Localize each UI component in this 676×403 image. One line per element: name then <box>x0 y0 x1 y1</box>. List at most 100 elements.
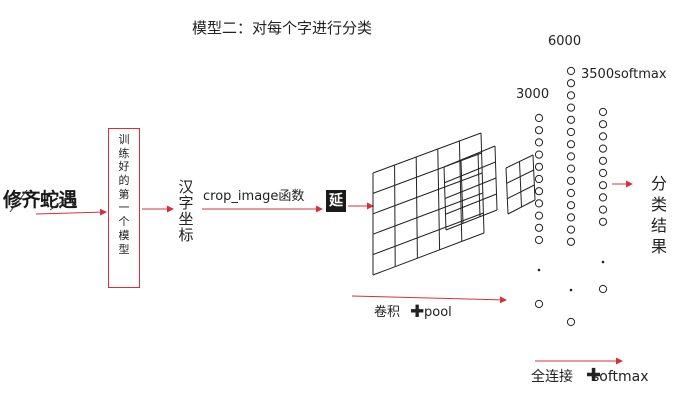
neuron-node <box>566 66 576 76</box>
neuron-node <box>566 317 576 327</box>
model-label-char: 个 <box>118 215 130 229</box>
grid-col-line <box>519 161 522 208</box>
grid-col-line <box>460 159 464 224</box>
arrow-to-model <box>35 208 107 216</box>
model-label-char: 好 <box>118 160 130 174</box>
neuron-node <box>534 138 544 147</box>
grid-row-line <box>443 145 496 168</box>
neuron-node <box>598 193 608 202</box>
conv-grid-small <box>505 154 536 215</box>
ellipsis-dot <box>537 268 541 272</box>
neuron-node <box>534 162 544 171</box>
neuron-node <box>566 152 576 161</box>
fc-label-text: 全连接 <box>531 369 573 385</box>
neuron-node <box>566 79 576 88</box>
grid-col-line <box>505 167 509 215</box>
neuron-node <box>598 205 608 214</box>
neuron-node <box>566 213 576 222</box>
grid-row-line <box>445 209 498 231</box>
neuron-node <box>534 126 544 135</box>
grid-col-line <box>415 156 418 259</box>
grid-row-line <box>372 212 484 256</box>
neuron-node <box>566 201 576 210</box>
diagram-title: 模型二：对每个字进行分类 <box>192 19 373 37</box>
crop-image-function-label: crop_image函数 <box>203 189 305 204</box>
grid-row-line <box>445 193 497 215</box>
neuron-node <box>566 127 576 137</box>
neuron-node <box>534 299 544 309</box>
coord-label-char: 字 <box>178 194 194 212</box>
neuron-node <box>534 187 544 196</box>
grid-row-line <box>372 172 483 215</box>
model-label-char: 的 <box>118 174 130 188</box>
ellipsis-dot <box>569 288 573 292</box>
grid-row-line <box>372 192 483 235</box>
neuron-node <box>598 284 608 294</box>
neuron-node <box>598 107 608 117</box>
coord-label-char: 标 <box>178 226 194 244</box>
conv-pool-label: 卷积 pool <box>374 306 452 319</box>
result-label-char: 类 <box>650 195 667 214</box>
ellipsis-dot <box>601 260 605 264</box>
neuron-node <box>534 113 544 123</box>
neuron-node <box>598 181 608 190</box>
model-label-char: 一 <box>118 201 130 215</box>
neuron-node <box>598 144 608 153</box>
neuron-columns <box>534 66 608 327</box>
input-distortion-stroke <box>49 195 71 211</box>
neuron-node <box>566 140 576 149</box>
grid-col-line <box>477 152 481 217</box>
layer-size-3000: 3000 <box>516 87 550 102</box>
coord-label-char: 汉 <box>178 178 194 196</box>
result-label-char: 结 <box>650 216 667 235</box>
grid-row-line <box>372 132 482 174</box>
neuron-node <box>566 103 576 112</box>
trained-model-box <box>108 128 140 288</box>
neuron-node <box>534 211 544 220</box>
grid-col-line <box>494 145 498 211</box>
grid-row-line <box>372 152 482 194</box>
model-label-char: 第 <box>118 187 130 201</box>
grid-col-line <box>443 166 447 231</box>
neuron-node <box>566 91 576 100</box>
input-distortion-stroke <box>9 189 28 213</box>
pool-label-text: pool <box>424 305 452 320</box>
arrow-conv-pool <box>351 295 507 304</box>
neuron-node <box>534 199 544 208</box>
grid-col-line <box>532 154 536 201</box>
plus-icon: ✚ <box>410 302 425 322</box>
neuron-node <box>598 168 608 178</box>
neuron-node <box>566 237 576 246</box>
layer-size-3500-softmax: 3500softmax <box>581 67 667 82</box>
result-label-char: 分 <box>650 174 667 193</box>
grid-row-line <box>372 232 485 276</box>
grid-col-line <box>458 140 463 242</box>
neuron-node <box>566 188 576 198</box>
neuron-node <box>566 164 576 173</box>
layer-size-6000: 6000 <box>548 34 582 49</box>
model-label-char: 型 <box>118 242 130 256</box>
grid-row-line <box>444 177 497 199</box>
neuron-node <box>598 120 608 129</box>
model-label-char: 训 <box>118 133 130 146</box>
model-label-char: 模 <box>118 228 130 242</box>
grid-col-line <box>437 148 441 250</box>
neuron-node <box>598 156 608 165</box>
model-label-char: 练 <box>118 146 130 160</box>
neuron-node <box>534 150 544 159</box>
neuron-node <box>534 174 544 184</box>
cropped-character-image: 延 <box>326 190 346 212</box>
conv-grid-medium <box>443 145 498 231</box>
softmax-label-text: softmax <box>592 369 649 385</box>
grid-col-line <box>394 164 396 267</box>
input-characters-image: 修齐蛇遇 <box>3 189 78 211</box>
neuron-node <box>534 223 544 232</box>
neuron-node <box>534 235 544 245</box>
conv-label-text: 卷积 <box>374 305 401 320</box>
neuron-node <box>598 217 608 226</box>
coord-label-char: 坐 <box>178 210 194 228</box>
fc-softmax-label: 全连接 softmax <box>531 370 649 384</box>
classification-result-label: 分 类 结 果 <box>648 176 670 260</box>
